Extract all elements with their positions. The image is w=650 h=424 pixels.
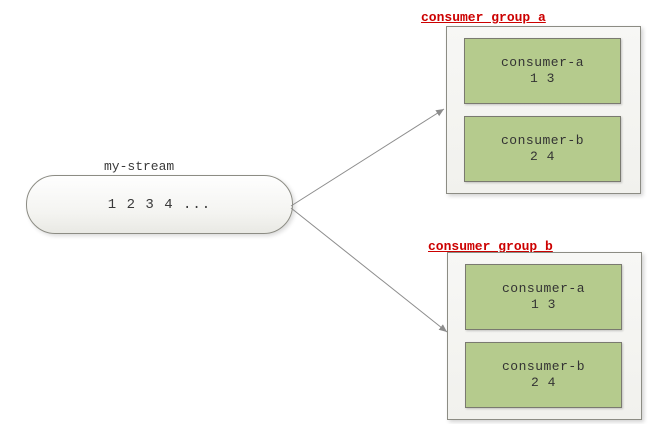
consumer-name: consumer-a xyxy=(501,281,585,296)
group-b-consumer-b-box: consumer-b 2 4 xyxy=(465,342,622,408)
consumer-name: consumer-a xyxy=(500,55,584,70)
stream-title: my-stream xyxy=(104,159,175,174)
consumer-name: consumer-b xyxy=(501,359,585,374)
consumer-messages: 1 3 xyxy=(531,297,556,312)
group-a-title: consumer group a xyxy=(421,10,546,25)
group-a-container: consumer-a 1 3 consumer-b 2 4 xyxy=(446,26,641,194)
stream-node: 1 2 3 4 ... xyxy=(26,175,293,234)
consumer-name: consumer-b xyxy=(500,133,584,148)
consumer-messages: 1 3 xyxy=(530,71,555,86)
arrow-stream-to-group-b-icon xyxy=(290,207,448,333)
group-b-consumer-a-box: consumer-a 1 3 xyxy=(465,264,622,330)
group-b-container: consumer-a 1 3 consumer-b 2 4 xyxy=(447,252,642,420)
arrow-stream-to-group-a-icon xyxy=(290,108,445,207)
consumer-messages: 2 4 xyxy=(531,375,556,390)
consumer-messages: 2 4 xyxy=(530,149,555,164)
group-a-consumer-a-box: consumer-a 1 3 xyxy=(464,38,621,104)
stream-messages: 1 2 3 4 ... xyxy=(107,196,212,213)
group-a-consumer-b-box: consumer-b 2 4 xyxy=(464,116,621,182)
group-b-title: consumer group b xyxy=(428,239,553,254)
